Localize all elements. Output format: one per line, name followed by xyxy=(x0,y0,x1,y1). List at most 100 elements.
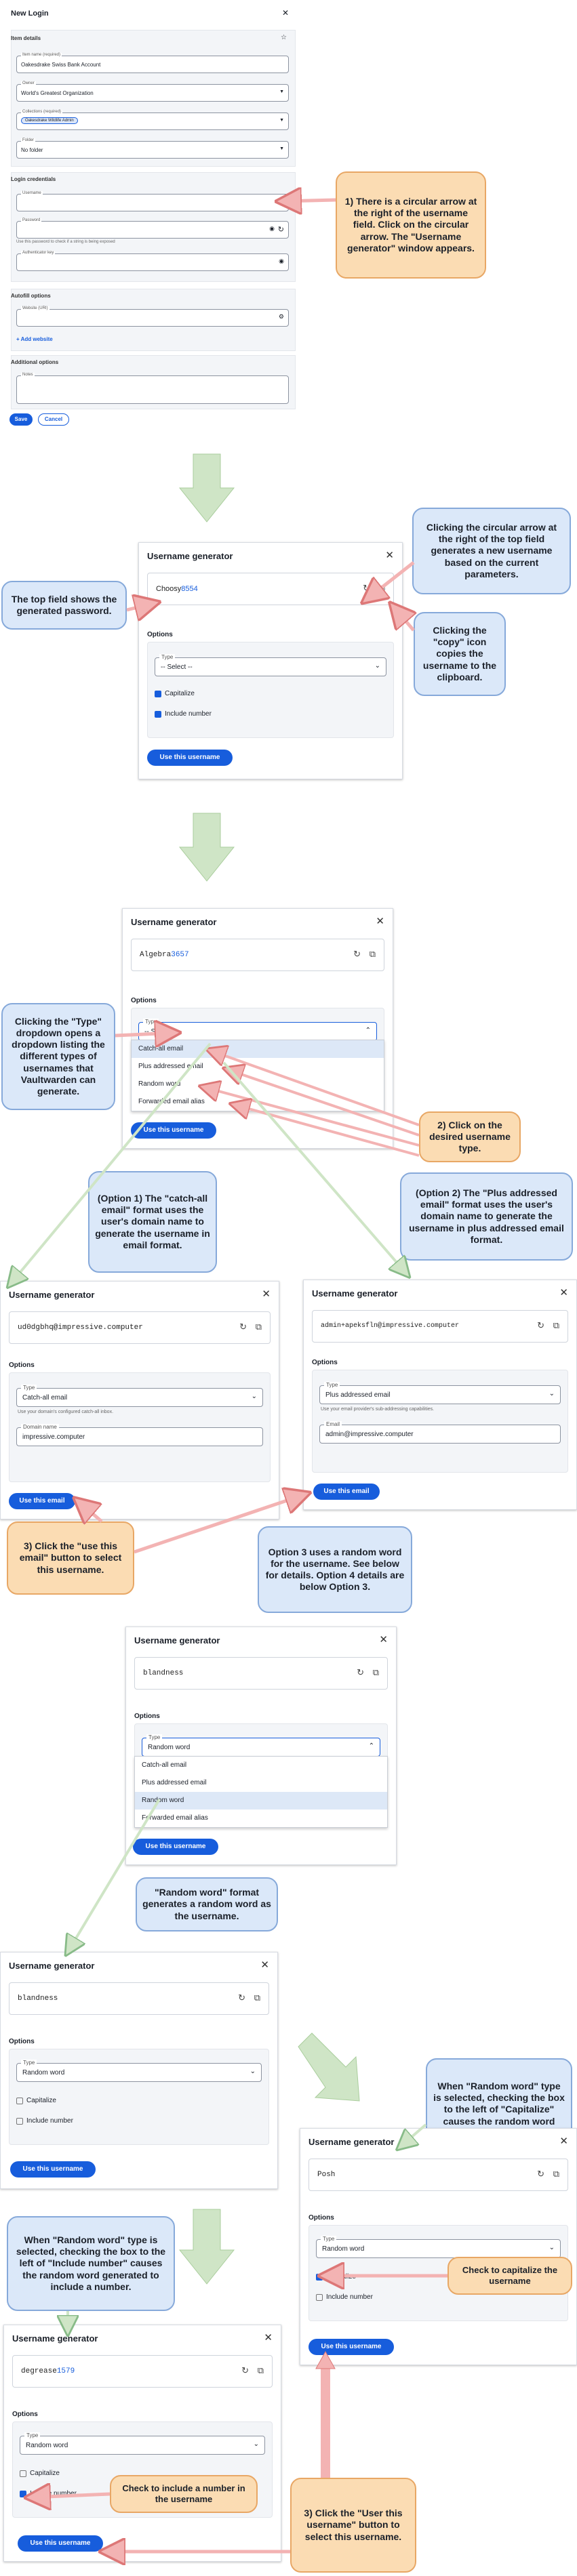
connector-arrow xyxy=(400,2123,427,2147)
pointer-arrow xyxy=(115,1033,175,1036)
copy-icon[interactable]: ⧉ xyxy=(257,2365,264,2375)
copy-icon[interactable]: ⧉ xyxy=(254,1992,260,2003)
close-icon[interactable]: ✕ xyxy=(559,1287,568,1299)
generated-username-field: degrease1579 ↻ ⧉ xyxy=(12,2355,273,2388)
website-field[interactable]: Website (URI)⚙ xyxy=(16,306,289,327)
regenerate-icon[interactable]: ↻ xyxy=(353,949,361,959)
authenticator-field[interactable]: Authenticator key◉ xyxy=(16,251,289,271)
item-name-field[interactable]: Item name (required)Oakesdrake Swiss Ban… xyxy=(16,53,289,73)
dialog-title: Username generator xyxy=(309,2137,395,2147)
include-number-checkbox[interactable]: Include number xyxy=(316,2293,373,2301)
chevron-up-icon: ⌃ xyxy=(368,1742,374,1750)
username-generator-dialog-catchall: Username generator ✕ ud0dgbhq@impressive… xyxy=(0,1281,279,1519)
option-forwarded-alias[interactable]: Forwarded email alias xyxy=(142,1814,208,1822)
gear-icon[interactable]: ⚙ xyxy=(278,313,284,320)
close-icon[interactable]: ✕ xyxy=(260,1959,269,1971)
login-credentials-heading: Login credentials xyxy=(11,176,56,182)
generated-username-field: ud0dgbhq@impressive.computer ↻ ⧉ xyxy=(9,1311,271,1344)
pointer-arrow xyxy=(203,1087,420,1147)
pointer-arrow xyxy=(234,1105,420,1157)
close-icon[interactable]: ✕ xyxy=(264,2332,273,2344)
use-username-button[interactable]: Use this username xyxy=(10,2161,96,2178)
capitalize-checkbox[interactable]: Capitalize xyxy=(20,2470,60,2477)
close-icon[interactable]: ✕ xyxy=(282,8,290,18)
copy-icon[interactable]: ⧉ xyxy=(553,1320,559,1330)
flow-arrow-2 xyxy=(178,813,235,882)
regenerate-icon[interactable]: ↻ xyxy=(241,2365,249,2375)
generate-password-icon[interactable]: ↻ xyxy=(277,226,284,234)
item-details-heading: Item details xyxy=(11,35,41,41)
eye-icon[interactable]: ◉ xyxy=(279,258,284,264)
option-plus-addressed[interactable]: Plus addressed email xyxy=(142,1779,207,1786)
copy-icon[interactable]: ⧉ xyxy=(553,2169,559,2179)
chevron-down-icon: ▼ xyxy=(279,118,284,123)
autofill-heading: Autofill options xyxy=(11,293,51,299)
notes-field[interactable]: Notes xyxy=(16,373,289,404)
use-email-button[interactable]: Use this email xyxy=(9,1493,75,1509)
username-field[interactable]: Username↻ xyxy=(16,191,289,211)
option-catch-all[interactable]: Catch-all email xyxy=(142,1761,187,1769)
copy-icon[interactable]: ⧉ xyxy=(372,1667,379,1677)
copy-icon[interactable]: ⧉ xyxy=(255,1322,262,1332)
capitalize-checkbox[interactable]: Capitalize xyxy=(155,690,195,697)
cancel-button[interactable]: Cancel xyxy=(38,413,69,426)
callout-type-dropdown: Clicking the "Type" dropdown opens a dro… xyxy=(1,1003,115,1110)
include-number-checkbox[interactable]: Include number xyxy=(155,710,212,718)
option-random-word[interactable]: Random word xyxy=(135,1792,387,1810)
option-plus-addressed[interactable]: Plus addressed email xyxy=(138,1063,203,1070)
option-forwarded-alias[interactable]: Forwarded email alias xyxy=(138,1098,205,1105)
use-username-button[interactable]: Use this username xyxy=(309,2339,394,2355)
regenerate-icon[interactable]: ↻ xyxy=(357,1667,364,1677)
add-website-link[interactable]: + Add website xyxy=(16,336,53,342)
callout-option3: Option 3 uses a random word for the user… xyxy=(258,1526,412,1613)
option-random-word[interactable]: Random word xyxy=(138,1080,181,1088)
use-username-button[interactable]: Use this username xyxy=(147,750,233,766)
callout-regenerate: Clicking the circular arrow at the right… xyxy=(412,508,571,594)
copy-icon[interactable]: ⧉ xyxy=(369,949,376,959)
close-icon[interactable]: ✕ xyxy=(262,1288,271,1300)
eye-icon[interactable]: ◉ xyxy=(269,225,275,232)
save-button[interactable]: Save xyxy=(9,413,33,426)
use-email-button[interactable]: Use this email xyxy=(313,1484,380,1500)
options-heading: Options xyxy=(131,997,157,1004)
dialog-title: Username generator xyxy=(312,1288,398,1299)
use-username-button[interactable]: Use this username xyxy=(133,1839,218,1855)
chevron-down-icon: ⌄ xyxy=(549,1390,555,1397)
regenerate-icon[interactable]: ↻ xyxy=(238,1992,245,2003)
close-icon[interactable]: ✕ xyxy=(376,916,384,927)
star-icon[interactable]: ☆ xyxy=(281,34,287,41)
type-select[interactable]: Type-- Select --⌄ xyxy=(155,654,386,676)
collection-chip[interactable]: Oakesdrake Wildlife Admin xyxy=(21,117,78,124)
options-heading: Options xyxy=(9,1362,35,1369)
close-icon[interactable]: ✕ xyxy=(385,550,394,561)
close-icon[interactable]: ✕ xyxy=(559,2135,568,2147)
callout-include-number-explain: When "Random word" type is selected, che… xyxy=(7,2216,175,2311)
password-field[interactable]: Password◉↻ xyxy=(16,218,289,239)
regenerate-icon[interactable]: ↻ xyxy=(239,1322,247,1332)
options-card: Type-- Select --⌄ Capitalize Include num… xyxy=(147,642,394,738)
regenerate-icon[interactable]: ↻ xyxy=(537,1320,544,1330)
use-username-button[interactable]: Use this username xyxy=(18,2535,103,2552)
generated-username-number: 8554 xyxy=(181,585,198,593)
chevron-down-icon: ▼ xyxy=(279,89,284,94)
close-icon[interactable]: ✕ xyxy=(379,1634,388,1645)
capitalize-checkbox[interactable]: Capitalize xyxy=(16,2097,56,2104)
callout-use-username: 3) Click the "User this username" button… xyxy=(290,2478,416,2573)
collections-select[interactable]: Collections (required)Oakesdrake Wildlif… xyxy=(16,110,289,130)
use-username-button[interactable]: Use this username xyxy=(131,1122,216,1139)
include-number-checkbox[interactable]: Include number xyxy=(16,2117,73,2125)
username-generator-dialog-random-dropdown: Username generator ✕ blandness ↻ ⧉ Optio… xyxy=(125,1627,397,1865)
regenerate-icon[interactable]: ↻ xyxy=(537,2169,544,2179)
